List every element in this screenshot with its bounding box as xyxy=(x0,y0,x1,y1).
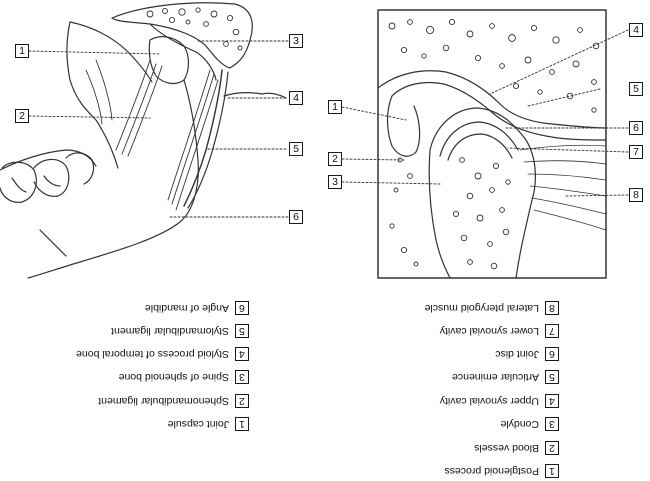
legend-label: Blood vessels xyxy=(474,442,539,454)
ligament-fibres xyxy=(85,59,219,211)
legend-number: 5 xyxy=(545,370,559,384)
right-legend-row: 8 Lateral pterygoid muscle xyxy=(409,301,559,315)
legend-number: 1 xyxy=(545,464,559,478)
legend-label: Lateral pterygoid muscle xyxy=(424,302,539,314)
temporal-bone-texture xyxy=(146,7,243,51)
legend-label: Spine of sphenoid bone xyxy=(118,371,229,383)
leader-lines xyxy=(28,29,629,218)
legend-label: Postglenoid process xyxy=(444,465,539,477)
legend-number: 1 xyxy=(235,417,249,431)
legend-label: Lower synovial cavity xyxy=(439,325,539,337)
right-figure-tmj-section xyxy=(377,9,607,279)
right-callout-4: 4 xyxy=(629,23,643,37)
right-legend-row: 4 Upper synovial cavity xyxy=(437,394,559,408)
legend-label: Upper synovial cavity xyxy=(439,395,539,407)
legend-number: 8 xyxy=(545,301,559,315)
molar-teeth xyxy=(0,152,95,203)
legend-number: 3 xyxy=(235,370,249,384)
legend-number: 6 xyxy=(545,347,559,361)
right-legend-row: 2 Blood vessels xyxy=(474,441,559,455)
legend-number: 6 xyxy=(235,301,249,315)
legend-label: Sphenomandibular ligament xyxy=(98,395,229,407)
legend-number: 3 xyxy=(545,417,559,431)
legend-label: Stylomandibular ligament xyxy=(111,325,229,337)
right-callout-3: 3 xyxy=(328,175,342,189)
styloid-process xyxy=(183,69,223,207)
legend-number: 4 xyxy=(235,347,249,361)
legend-label: Articular eminence xyxy=(452,371,539,383)
right-callout-1: 1 xyxy=(328,100,342,114)
right-callout-7: 7 xyxy=(629,145,643,159)
section-frame xyxy=(377,9,607,279)
right-callout-6: 6 xyxy=(629,121,643,135)
left-figure-mandible xyxy=(0,2,287,279)
left-callout-2: 2 xyxy=(15,109,29,123)
legend-label: Condyle xyxy=(500,418,539,430)
left-callout-5: 5 xyxy=(289,142,303,156)
left-legend-row: 5 Stylomandibular ligament xyxy=(74,324,249,338)
left-legend-row: 6 Angle of mandible xyxy=(74,301,249,315)
right-legend-row: 3 Condyle xyxy=(500,417,559,431)
right-legend-row: 1 Postglenoid process xyxy=(444,464,559,478)
legend-label: Joint disc xyxy=(495,348,539,360)
legend-number: 2 xyxy=(545,441,559,455)
trabecular-bone-texture xyxy=(388,18,600,270)
left-callout-1: 1 xyxy=(15,44,29,58)
right-legend-row: 6 Joint disc xyxy=(490,347,559,361)
legend-label: Joint capsule xyxy=(167,418,229,430)
legend-number: 2 xyxy=(235,394,249,408)
left-legend-row: 2 Sphenomandibular ligament xyxy=(78,394,249,408)
right-legend-row: 5 Articular eminence xyxy=(447,370,559,384)
left-legend-row: 4 Styloid process of temporal bone xyxy=(54,347,249,361)
right-callout-8: 8 xyxy=(629,188,643,202)
legend-label: Styloid process of temporal bone xyxy=(76,348,229,360)
right-legend-row: 7 Lower synovial cavity xyxy=(436,324,559,338)
temporal-bone-fragment xyxy=(111,2,253,69)
left-callout-4: 4 xyxy=(289,91,303,105)
legend-number: 7 xyxy=(545,324,559,338)
left-legend-row: 1 Joint capsule xyxy=(136,417,249,431)
legend-number: 5 xyxy=(235,324,249,338)
left-legend-row: 3 Spine of sphenoid bone xyxy=(84,370,249,384)
legend-label: Angle of mandible xyxy=(144,302,229,314)
mandible-outline xyxy=(66,21,153,169)
condyle-shape xyxy=(148,36,190,85)
left-callout-3: 3 xyxy=(289,34,303,48)
condyle-outline xyxy=(429,107,536,279)
right-callout-5: 5 xyxy=(629,82,643,96)
sphenoid-spine xyxy=(223,92,287,99)
right-callout-2: 2 xyxy=(328,152,342,166)
left-callout-6: 6 xyxy=(289,210,303,224)
legend-number: 4 xyxy=(545,394,559,408)
